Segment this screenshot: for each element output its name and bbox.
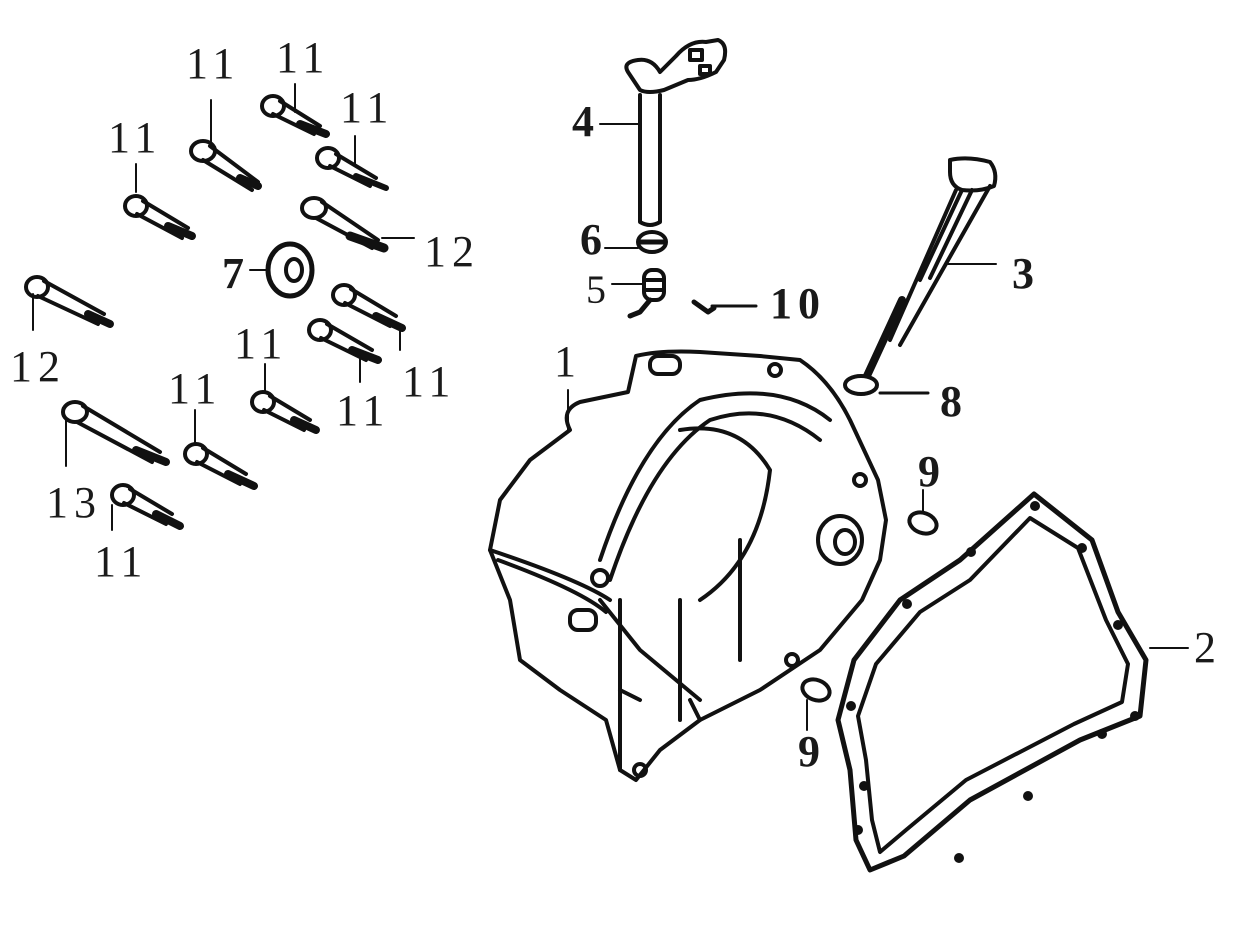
callout-11: 11 (186, 39, 241, 88)
gasket-icon (835, 491, 1189, 873)
callout-11: 11 (276, 33, 331, 82)
lifter-shaft-icon (599, 38, 728, 227)
callout-9: 9 (918, 447, 946, 496)
dowel-pin-icon (800, 489, 939, 731)
bolt-icon (24, 83, 415, 531)
callout-9: 9 (798, 727, 826, 776)
spring-icon (611, 268, 666, 319)
callout-11: 11 (402, 357, 457, 406)
callout-10: 10 (770, 279, 826, 328)
callout-1: 1 (554, 337, 582, 386)
callout-11: 11 (234, 319, 289, 368)
callout-12: 12 (10, 342, 66, 391)
callout-12: 12 (424, 227, 480, 276)
callout-7: 7 (222, 249, 250, 298)
callout-5: 5 (586, 267, 612, 312)
crankcase-cover-icon (488, 349, 888, 782)
callout-2: 2 (1194, 623, 1222, 672)
oil-seal-icon (249, 241, 315, 299)
callout-6: 6 (580, 215, 608, 264)
callout-11: 11 (168, 364, 223, 413)
callout-13: 13 (46, 478, 102, 527)
callout-11: 11 (336, 386, 391, 435)
callout-8: 8 (940, 377, 968, 426)
callout-11: 11 (340, 83, 395, 132)
pin-icon (691, 299, 758, 315)
seal-6-icon (604, 230, 668, 254)
callout-11: 11 (108, 113, 163, 162)
dipstick-icon (862, 156, 998, 382)
o-ring-icon (843, 374, 930, 396)
callout-3: 3 (1012, 249, 1040, 298)
callout-4: 4 (572, 97, 600, 146)
callout-11: 11 (94, 537, 149, 586)
